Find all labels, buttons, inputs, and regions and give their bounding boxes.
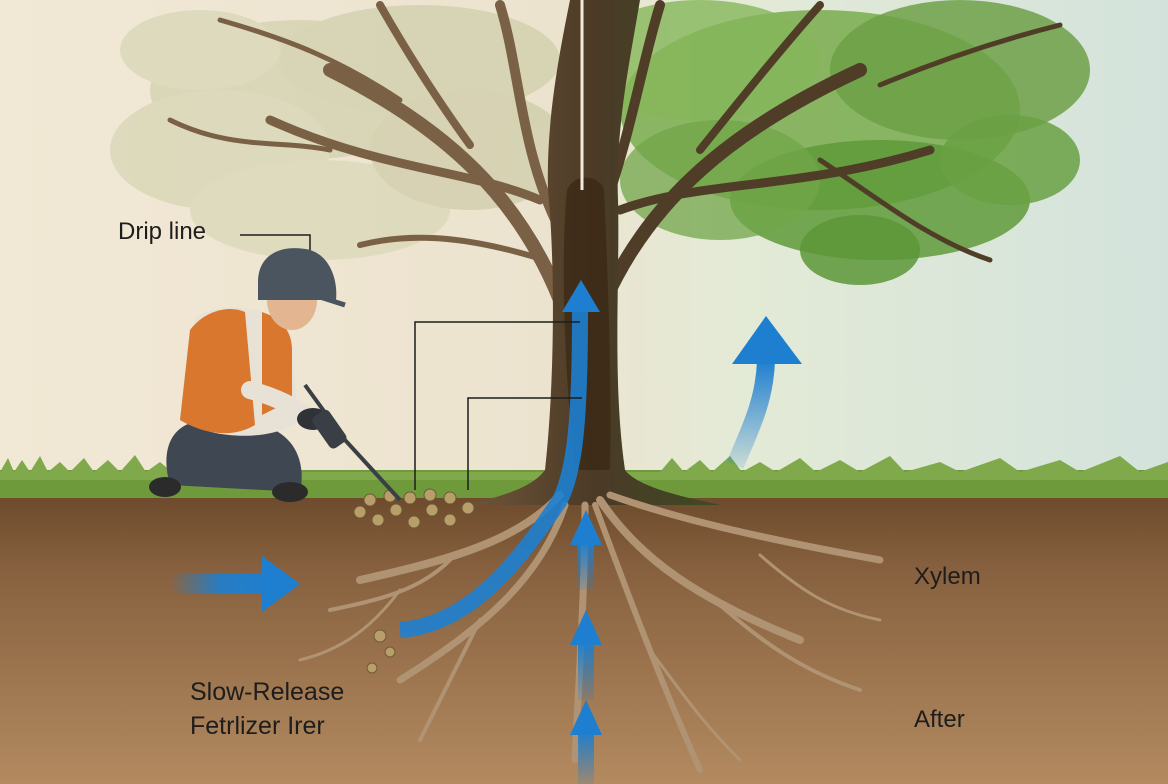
label-drip-line: Drip line bbox=[118, 218, 207, 245]
label-fertilizer-line2: Fetrlizer Irer bbox=[190, 712, 325, 740]
branches-before bbox=[167, 0, 567, 307]
label-xylem: Xylem bbox=[914, 563, 981, 590]
label-after: After bbox=[914, 706, 965, 733]
arborist-worker bbox=[149, 248, 402, 502]
label-fertilizer-line1: Slow-Release bbox=[190, 678, 345, 706]
leader-lines bbox=[240, 234, 582, 490]
nutrient-flow-arrows bbox=[170, 280, 802, 784]
